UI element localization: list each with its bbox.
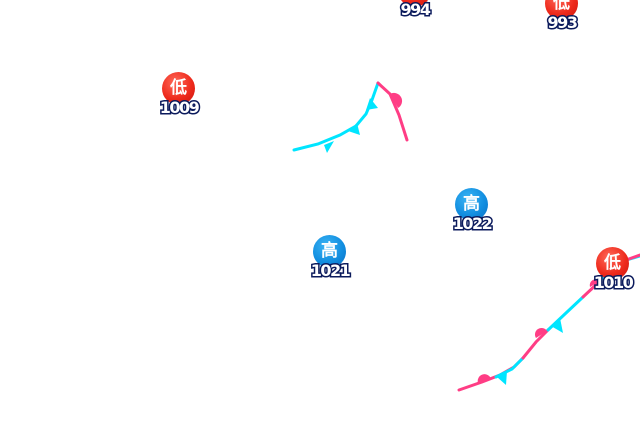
warm-front-semicircle [477, 374, 491, 383]
cold-front-triangle [366, 98, 378, 110]
pressure-marker-low-994[interactable]: 低 994 [385, 0, 445, 24]
warm-front-semicircle [534, 327, 547, 338]
low-pressure-icon: 低 [545, 0, 578, 20]
low-pressure-icon: 低 [596, 247, 629, 280]
low-pressure-icon: 低 [162, 72, 195, 105]
cold-front-triangle [324, 141, 334, 153]
southeastern-front-line-c [521, 328, 550, 360]
low-pressure-icon: 低 [398, 0, 431, 7]
northern-front-system [292, 81, 409, 153]
cold-front-triangle [551, 318, 563, 333]
southeastern-front-line-a [457, 356, 525, 392]
pressure-marker-high-1022[interactable]: 高 1022 [442, 188, 502, 238]
high-pressure-icon: 高 [455, 188, 488, 221]
warm-front-semicircle [390, 92, 403, 108]
pressure-value: 1022 [451, 213, 494, 235]
pressure-marker-low-1009[interactable]: 低 1009 [149, 72, 209, 122]
pressure-value: 1021 [309, 260, 352, 282]
pressure-value: 993 [546, 12, 579, 34]
southeastern-front-line-b [494, 356, 525, 379]
northern-cold-front-line [292, 81, 380, 152]
pressure-marker-low-993[interactable]: 低 993 [532, 0, 592, 37]
pressure-value: 1009 [158, 97, 201, 119]
pressure-value: 1010 [592, 272, 635, 294]
northern-warm-front-line [376, 81, 409, 142]
cold-front-triangle [497, 371, 507, 385]
southeastern-front-line-e [581, 280, 601, 299]
cold-front-triangle [348, 123, 360, 135]
pressure-marker-low-1010[interactable]: 低 1010 [583, 247, 640, 297]
pressure-value: 994 [399, 0, 432, 21]
warm-front-semicircle [589, 279, 600, 287]
high-pressure-icon: 高 [313, 235, 346, 268]
pressure-marker-high-1021[interactable]: 高 1021 [300, 235, 360, 285]
